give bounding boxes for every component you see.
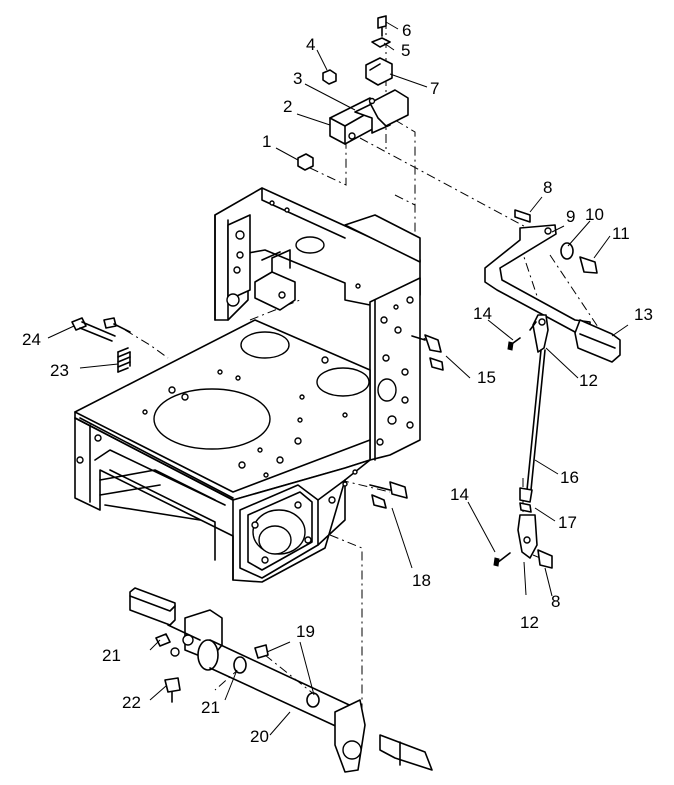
callout-3: 3 <box>293 69 302 88</box>
bracket-part-7 <box>365 57 393 86</box>
callout-23: 23 <box>50 361 69 380</box>
callout-19: 19 <box>296 622 315 641</box>
lower-shaft-assembly <box>129 587 433 773</box>
callout-7: 7 <box>430 79 439 98</box>
callout-16: 16 <box>560 468 579 487</box>
nut-part-17 <box>519 502 532 513</box>
callout-21-lower: 21 <box>201 698 220 717</box>
pin-part-8-lower <box>537 549 553 569</box>
callout-9: 9 <box>566 207 575 226</box>
bolt-part-11 <box>579 256 598 274</box>
screw-part-6 <box>377 15 387 29</box>
frame-bolts <box>71 317 444 509</box>
callout-18: 18 <box>412 571 431 590</box>
callout-15: 15 <box>477 368 496 387</box>
callout-17: 17 <box>558 513 577 532</box>
callout-4: 4 <box>306 35 315 54</box>
callout-8-upper: 8 <box>543 178 552 197</box>
callout-1: 1 <box>262 132 271 151</box>
callout-24: 24 <box>22 330 41 349</box>
callout-14-lower: 14 <box>450 485 469 504</box>
callout-2: 2 <box>283 97 292 116</box>
pin-part-8-upper <box>514 209 531 223</box>
upper-bracket-assembly <box>297 15 409 171</box>
pedal-assembly <box>484 209 621 363</box>
callout-11: 11 <box>612 224 630 243</box>
callout-12-lower: 12 <box>520 613 539 632</box>
washer-part-10 <box>560 242 574 260</box>
callout-13: 13 <box>634 305 653 324</box>
callout-10: 10 <box>585 205 604 224</box>
callout-5: 5 <box>401 41 410 60</box>
callout-22: 22 <box>122 693 141 712</box>
nut-part-1 <box>297 153 314 171</box>
callout-20: 20 <box>250 727 269 746</box>
leader-lines <box>47 21 629 736</box>
callout-12-upper: 12 <box>579 371 598 390</box>
callout-21-left: 21 <box>102 646 121 665</box>
main-frame <box>74 187 421 583</box>
nut-part-4 <box>322 69 337 85</box>
spring-part-23 <box>117 347 131 373</box>
callout-14-upper: 14 <box>473 304 492 323</box>
callout-labels: 1 2 3 4 5 6 7 8 8 9 10 11 12 12 13 14 14… <box>22 21 653 746</box>
cotter-pin-part-14-upper <box>507 341 514 351</box>
callout-6: 6 <box>402 21 411 40</box>
linkage-rod <box>493 314 553 569</box>
callout-8-lower: 8 <box>551 592 560 611</box>
cotter-pin-part-14-lower <box>493 557 500 567</box>
washer-part-5 <box>371 37 391 48</box>
